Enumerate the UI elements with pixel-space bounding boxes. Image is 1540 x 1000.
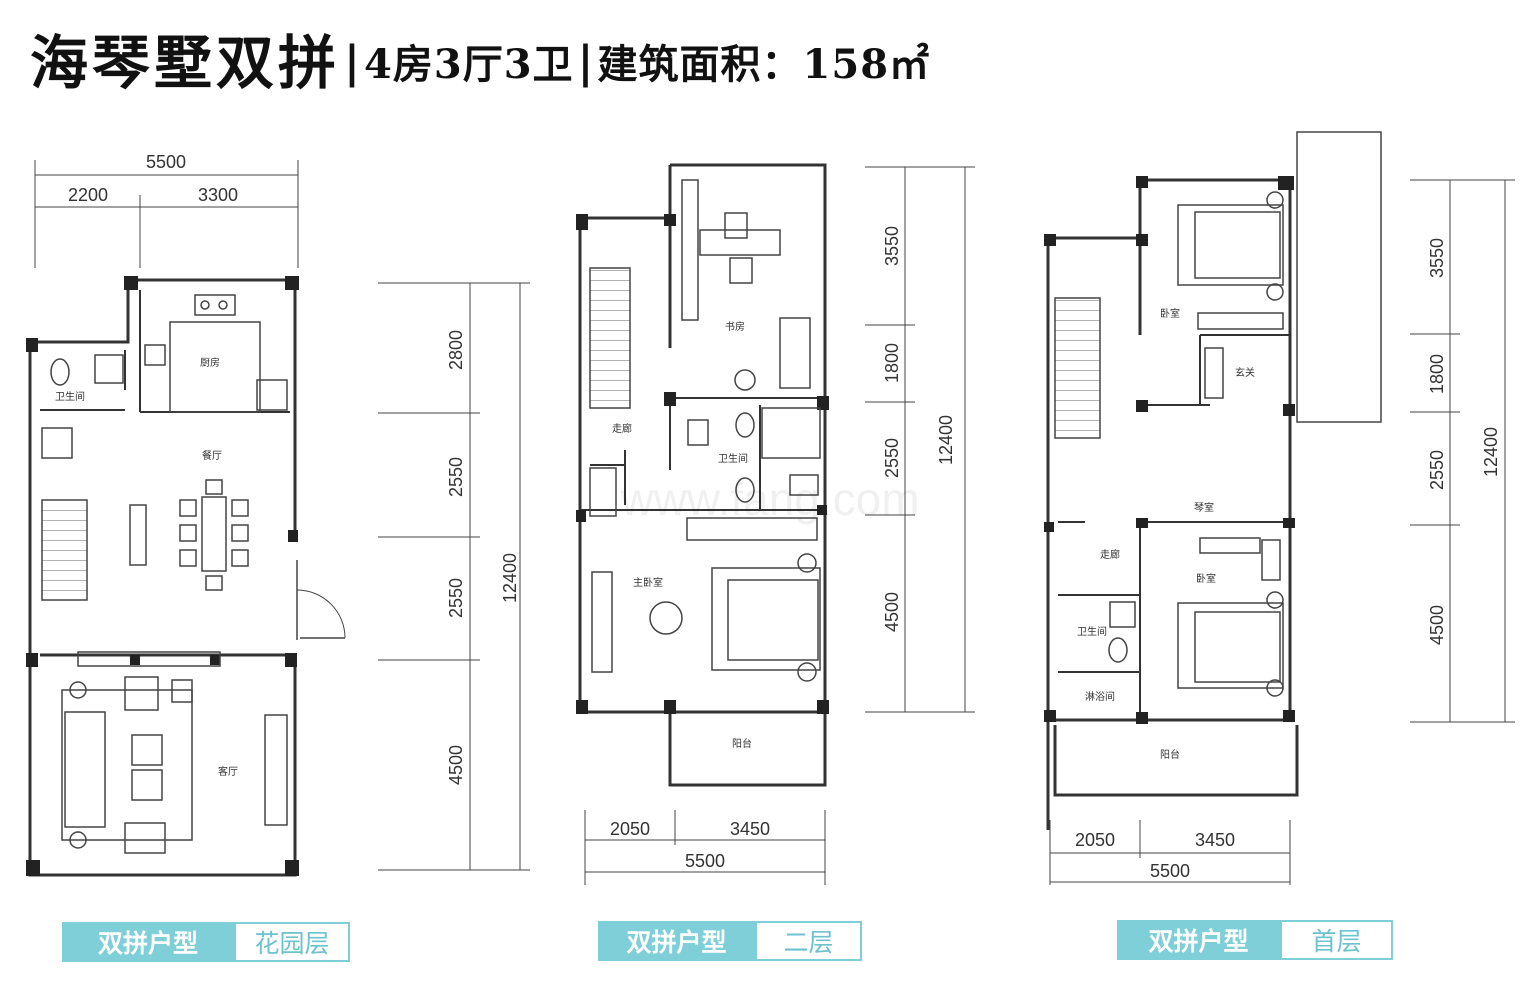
room-label-living: 客厅 bbox=[218, 765, 238, 778]
badge-floor: 花园层 bbox=[234, 922, 350, 962]
dimension-lines-bottom bbox=[1049, 820, 1291, 885]
plan-garden-labels: 5500 2200 3300 2800 2550 2550 4500 12400… bbox=[55, 152, 520, 785]
dim-garden-right-part: 4500 bbox=[446, 745, 466, 785]
room-label-balcony: 阳台 bbox=[1160, 748, 1180, 761]
room-label-piano: 琴室 bbox=[1194, 501, 1214, 514]
title-separator: | bbox=[577, 37, 594, 88]
page-title: 海琴墅双拼 | 4房3厅3卫 | 建筑面积：158㎡ bbox=[30, 18, 1130, 98]
dim-garden-right-part: 2550 bbox=[446, 578, 466, 618]
dim-garden-right-total: 12400 bbox=[500, 553, 520, 603]
dimension-lines-right bbox=[1410, 179, 1515, 723]
badge-garden-floor: 双拼户型 花园层 bbox=[62, 922, 350, 962]
dim-second-right-part: 2550 bbox=[882, 438, 902, 478]
plan-second-labels: 3550 1800 2550 4500 12400 2050 3450 5500… bbox=[610, 226, 956, 871]
dimension-lines-top bbox=[34, 160, 299, 268]
dimension-lines-right bbox=[378, 282, 530, 871]
badge-second-floor: 双拼户型 二层 bbox=[598, 921, 862, 961]
project-name: 海琴墅双拼 bbox=[30, 29, 341, 97]
dim-second-right-total: 12400 bbox=[936, 415, 956, 465]
plan-garden-floor bbox=[26, 160, 530, 877]
wall-posts bbox=[1044, 176, 1295, 724]
dimension-lines-bottom bbox=[584, 810, 826, 885]
dim-first-right-part: 2550 bbox=[1427, 450, 1447, 490]
room-label-corridor: 走廊 bbox=[612, 422, 632, 435]
dim-second-right-part: 3550 bbox=[882, 226, 902, 266]
dim-first-bottom-part: 3450 bbox=[1195, 830, 1235, 850]
dim-first-bottom-total: 5500 bbox=[1150, 861, 1190, 881]
room-label-dining: 餐厅 bbox=[202, 449, 222, 462]
room-label-corridor: 走廊 bbox=[1100, 548, 1120, 561]
dim-first-bottom-part: 2050 bbox=[1075, 830, 1115, 850]
room-label-bedroom: 卧室 bbox=[1160, 307, 1180, 320]
room-label-shower: 淋浴间 bbox=[1085, 690, 1115, 703]
room-label-master: 主卧室 bbox=[633, 576, 663, 589]
badge-first-floor: 双拼户型 首层 bbox=[1117, 920, 1393, 960]
plan-first-labels: 3550 1800 2550 4500 12400 2050 3450 5500… bbox=[1075, 238, 1501, 881]
wall-posts bbox=[576, 214, 829, 714]
wall-posts bbox=[26, 276, 299, 876]
badge-floor: 二层 bbox=[755, 921, 862, 961]
dim-first-right-part: 1800 bbox=[1427, 354, 1447, 394]
dim-second-right-part: 4500 bbox=[882, 592, 902, 632]
dim-garden-top-part: 2200 bbox=[68, 185, 108, 205]
room-label-foyer: 玄关 bbox=[1235, 366, 1255, 379]
dim-first-right-total: 12400 bbox=[1481, 427, 1501, 477]
badge-floor: 首层 bbox=[1280, 920, 1393, 960]
badge-type: 双拼户型 bbox=[62, 922, 234, 962]
badge-type: 双拼户型 bbox=[598, 921, 755, 961]
room-label-bath: 卫生间 bbox=[718, 452, 748, 465]
walls bbox=[1046, 178, 1299, 830]
dim-second-right-part: 1800 bbox=[882, 343, 902, 383]
dim-second-bottom-part: 2050 bbox=[610, 819, 650, 839]
plan-second-floor bbox=[576, 163, 975, 885]
room-label-study: 书房 bbox=[725, 320, 745, 333]
dim-first-right-part: 3550 bbox=[1427, 238, 1447, 278]
badge-type: 双拼户型 bbox=[1117, 920, 1280, 960]
dim-garden-right-part: 2550 bbox=[446, 457, 466, 497]
room-label-bath: 卫生间 bbox=[1077, 625, 1107, 638]
room-label-bedroom: 卧室 bbox=[1196, 572, 1216, 585]
dim-first-right-part: 4500 bbox=[1427, 605, 1447, 645]
title-separator: | bbox=[344, 37, 361, 88]
watermark: www.fang.com bbox=[619, 473, 919, 525]
dim-second-bottom-total: 5500 bbox=[685, 851, 725, 871]
plan-first-floor bbox=[1044, 131, 1515, 885]
room-label-kitchen: 厨房 bbox=[200, 356, 220, 369]
room-label-balcony: 阳台 bbox=[732, 737, 752, 750]
unit-layout: 4房3厅3卫 bbox=[364, 41, 574, 88]
building-area: 建筑面积：158㎡ bbox=[597, 41, 931, 88]
dim-second-bottom-part: 3450 bbox=[730, 819, 770, 839]
dimension-lines-right bbox=[865, 166, 975, 713]
room-label-bath: 卫生间 bbox=[55, 390, 85, 403]
dim-garden-right-part: 2800 bbox=[446, 330, 466, 370]
dim-garden-top-part: 3300 bbox=[198, 185, 238, 205]
dim-garden-top-total: 5500 bbox=[146, 152, 186, 172]
